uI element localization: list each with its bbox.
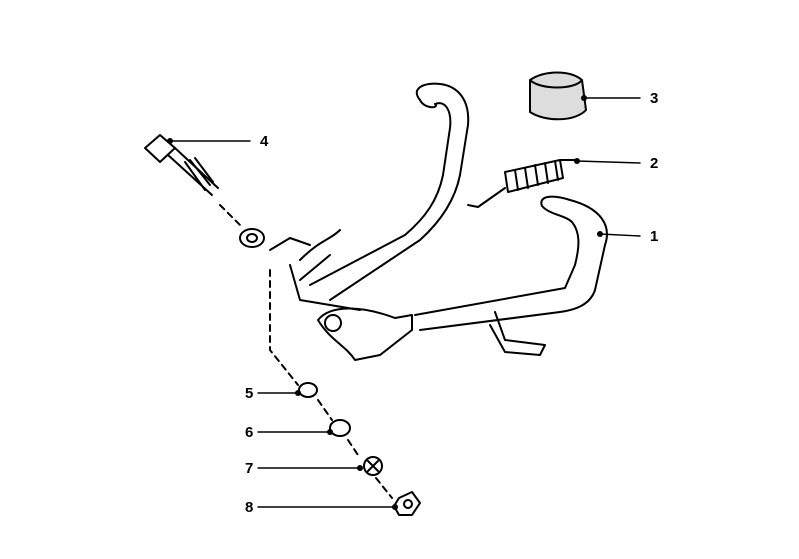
callout-1: 1	[650, 228, 659, 245]
callout-3: 3	[650, 90, 659, 107]
spring-drawing	[467, 159, 576, 208]
callout-2: 2	[650, 155, 659, 172]
callout-4: 4	[260, 133, 269, 150]
callout-5: 5	[245, 385, 254, 402]
callout-7: 7	[245, 460, 254, 477]
center-stand-drawing	[269, 82, 608, 361]
rubber-drawing	[529, 71, 587, 121]
bolt-drawing	[144, 134, 241, 226]
callout-6: 6	[245, 424, 254, 441]
callout-8: 8	[245, 499, 254, 516]
